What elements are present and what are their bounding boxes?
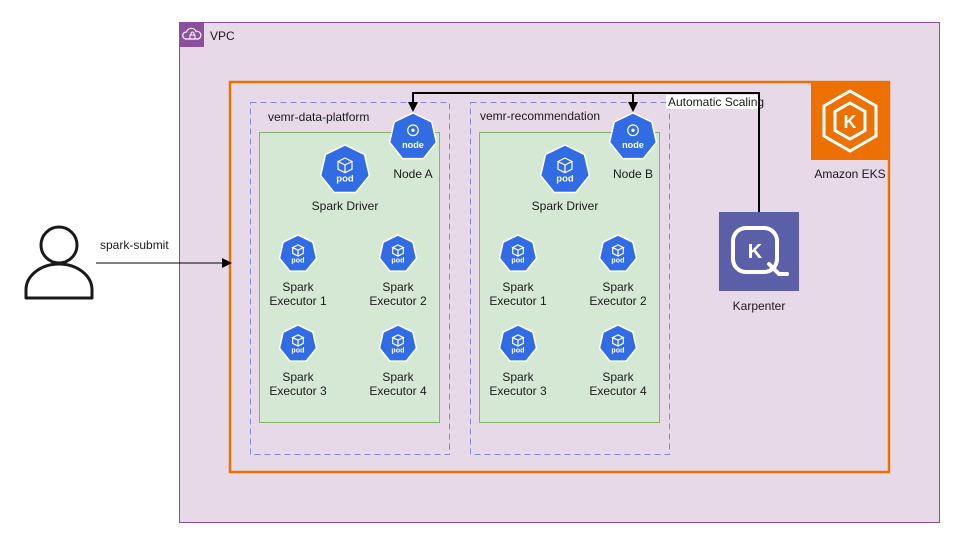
eks-label: Amazon EKS xyxy=(814,167,885,181)
executor-pod-icon-a-4: pod xyxy=(378,324,418,362)
executor-label-a-4-line1: Spark xyxy=(382,370,414,384)
namespace-b-label: vemr-recommendation xyxy=(480,109,600,123)
driver-pod-icon-b: pod xyxy=(539,144,591,194)
node-icon-b: node xyxy=(608,112,658,160)
karpenter-icon: K xyxy=(719,212,799,291)
executor-pod-icon-a-1: pod xyxy=(278,234,318,272)
executor-label-a-2-line2: Executor 2 xyxy=(369,294,427,308)
node-icon-a: node xyxy=(388,112,438,160)
namespace-box-b xyxy=(470,102,670,455)
executor-label-b-1-line2: Executor 1 xyxy=(489,294,547,308)
namespace-a-label: vemr-data-platform xyxy=(268,110,369,124)
executor-pod-icon-b-4: pod xyxy=(598,324,638,362)
node-icon-a-text: node xyxy=(402,140,424,150)
executor-pod-icon-a-2: pod xyxy=(378,234,418,272)
executor-pod-icon-a-3-text: pod xyxy=(291,346,304,355)
amazon-eks-icon: K xyxy=(811,82,889,160)
executor-pod-icon-b-1: pod xyxy=(498,234,538,272)
executor-pod-icon-b-4-text: pod xyxy=(611,346,624,355)
user-icon xyxy=(24,225,94,300)
executor-pod-icon-b-1-text: pod xyxy=(511,256,524,265)
executor-label-b-4-line1: Spark xyxy=(602,370,634,384)
driver-label-a: Spark Driver xyxy=(312,199,379,213)
executor-label-a-3-line1: Spark xyxy=(282,370,314,384)
vpc-label: VPC xyxy=(210,29,235,43)
svg-text:K: K xyxy=(748,241,763,263)
executor-label-b-3-line2: Executor 3 xyxy=(489,384,547,398)
node-label-b: Node B xyxy=(613,167,653,181)
svg-text:K: K xyxy=(844,112,857,132)
node-icon-b-text: node xyxy=(622,140,644,150)
executor-pod-icon-a-1-text: pod xyxy=(291,256,304,265)
driver-pod-icon-a: pod xyxy=(319,144,371,194)
executor-label-b-4-line2: Executor 4 xyxy=(589,384,647,398)
automatic-scaling-label: Automatic Scaling xyxy=(668,95,764,109)
executor-label-b-3-line1: Spark xyxy=(502,370,534,384)
executor-pod-icon-b-3: pod xyxy=(498,324,538,362)
executor-label-a-1-line2: Executor 1 xyxy=(269,294,327,308)
executor-label-b-1-line1: Spark xyxy=(502,280,534,294)
executor-label-b-2-line1: Spark xyxy=(602,280,634,294)
driver-pod-icon-b-text: pod xyxy=(556,173,574,184)
karpenter-label: Karpenter xyxy=(733,299,786,313)
executor-label-a-2-line1: Spark xyxy=(382,280,414,294)
vpc-cloud-lock-icon xyxy=(180,23,204,47)
executor-label-a-1-line1: Spark xyxy=(282,280,314,294)
automatic-scaling-connector xyxy=(408,92,760,212)
executor-label-a-3-line2: Executor 3 xyxy=(269,384,327,398)
executor-pod-icon-a-4-text: pod xyxy=(391,346,404,355)
executor-pod-icon-a-2-text: pod xyxy=(391,256,404,265)
driver-label-b: Spark Driver xyxy=(532,199,599,213)
namespace-box-a xyxy=(250,102,450,455)
executor-pod-icon-a-3: pod xyxy=(278,324,318,362)
automatic-scaling-label-bg xyxy=(666,95,758,109)
executor-pod-icon-b-2-text: pod xyxy=(611,256,624,265)
spark-submit-label: spark-submit xyxy=(100,238,169,252)
executor-pod-icon-b-3-text: pod xyxy=(511,346,524,355)
executor-pod-icon-b-2: pod xyxy=(598,234,638,272)
executor-label-a-4-line2: Executor 4 xyxy=(369,384,427,398)
eks-cluster-group xyxy=(228,80,891,474)
executor-label-b-2-line2: Executor 2 xyxy=(589,294,647,308)
driver-pod-icon-a-text: pod xyxy=(336,173,354,184)
node-label-a: Node A xyxy=(393,167,432,181)
